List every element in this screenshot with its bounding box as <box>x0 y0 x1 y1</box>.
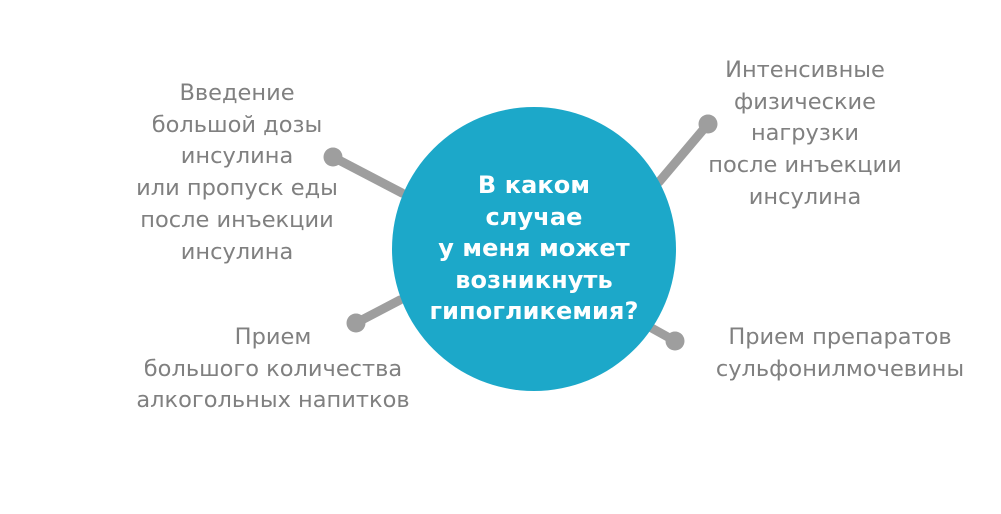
central-node-line-2: случае <box>485 202 583 231</box>
central-node: В каком случае у меня может возникнуть г… <box>392 107 676 391</box>
branch-top-left-line-4: или пропуск еды <box>136 175 338 202</box>
central-node-line-3: у меня может <box>438 234 630 263</box>
central-node-line-5: гипогликемия? <box>429 297 639 326</box>
branch-top-left-line-3: инсулина <box>180 143 294 170</box>
connector-dot-top-left <box>323 147 343 167</box>
connector-dot-bottom-right <box>665 331 685 351</box>
connector-line-top-right <box>654 119 713 187</box>
branch-label-top-right: Интенсивные физические нагрузки после ин… <box>690 55 920 214</box>
connector-dot-bottom-left <box>346 313 366 333</box>
branch-bottom-left-line-3: алкогольных напитков <box>136 387 410 414</box>
branch-bottom-right-line-1: Прием препаратов <box>728 324 952 350</box>
branch-top-right-line-2: физические <box>733 88 876 115</box>
branch-top-left-line-1: Введение <box>179 80 295 106</box>
central-node-line-4: возникнуть <box>455 265 613 294</box>
branch-top-right-line-3: нагрузки <box>750 120 860 147</box>
connector-dot-top-right <box>698 114 718 134</box>
connector-line-top-left <box>328 152 407 198</box>
central-node-text: В каком случае у меня может возникнуть г… <box>409 170 659 327</box>
branch-top-left-line-6: инсулина <box>180 238 294 265</box>
branch-top-left-line-2: большой дозы <box>151 111 323 138</box>
central-node-line-1: В каком <box>477 171 591 200</box>
branch-bottom-left-line-1: Прием <box>234 324 312 350</box>
branch-bottom-left-line-2: большого количества <box>143 355 403 382</box>
branch-top-right-line-5: инсулина <box>748 183 862 210</box>
branch-label-bottom-left: Прием большого количества алкогольных на… <box>108 322 438 417</box>
branch-label-bottom-right: Прием препаратов сульфонилмочевины <box>688 322 992 385</box>
branch-top-left-line-5: после инъекции <box>140 206 334 233</box>
branch-top-right-line-4: после инъекции <box>708 152 902 179</box>
branch-label-top-left: Введение большой дозы инсулина или пропу… <box>96 78 378 268</box>
branch-bottom-right-line-2: сульфонилмочевины <box>715 355 965 382</box>
branch-top-right-line-1: Интенсивные <box>725 57 885 83</box>
